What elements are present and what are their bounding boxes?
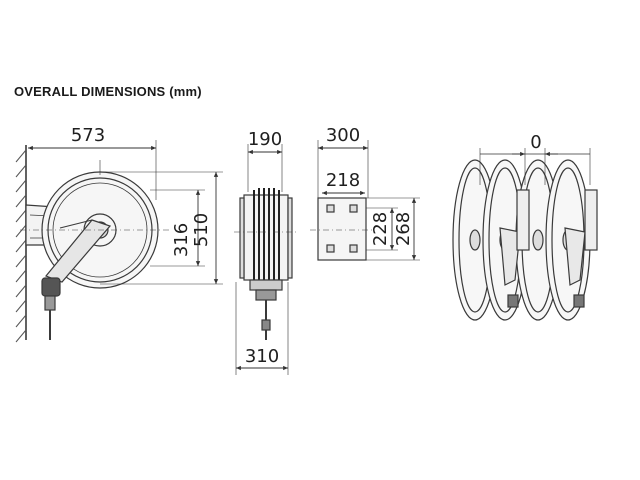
dim-bracket-hole-height: 228	[370, 212, 391, 246]
side-view	[15, 145, 170, 343]
dim-front-base-width: 310	[245, 346, 279, 367]
hose-outlet	[41, 277, 61, 297]
dim-bracket-hole-width: 218	[326, 170, 360, 191]
multi-guide-arm-1	[499, 227, 521, 286]
dim-multi-spacing: 0	[530, 132, 541, 153]
dim-overall-height: 510	[191, 213, 212, 247]
front-coils	[253, 188, 280, 287]
bracket-view	[310, 197, 375, 261]
front-frame	[243, 194, 289, 281]
guide-arm	[45, 219, 112, 283]
dim-front-width: 190	[248, 129, 282, 150]
multi-guide-arm-2	[564, 227, 586, 286]
side-dims	[28, 140, 223, 285]
dim-bracket-height: 268	[393, 212, 414, 246]
bracket-holes	[326, 204, 358, 253]
multi-reel-view	[452, 159, 598, 321]
dim-bracket-width: 300	[326, 125, 360, 146]
front-dims	[235, 144, 289, 375]
multi-bracket-2	[584, 189, 598, 251]
bracket-dims	[317, 140, 420, 261]
multi-dims	[479, 148, 591, 185]
diagram-title: OVERALL DIMENSIONS (mm)	[14, 84, 202, 99]
wall-hatch	[15, 149, 27, 343]
multi-bracket-1	[516, 189, 530, 251]
dim-hub-height: 316	[171, 223, 192, 257]
dim-side-width: 573	[71, 125, 105, 146]
bracket-plate	[317, 197, 367, 261]
front-view	[234, 188, 298, 340]
